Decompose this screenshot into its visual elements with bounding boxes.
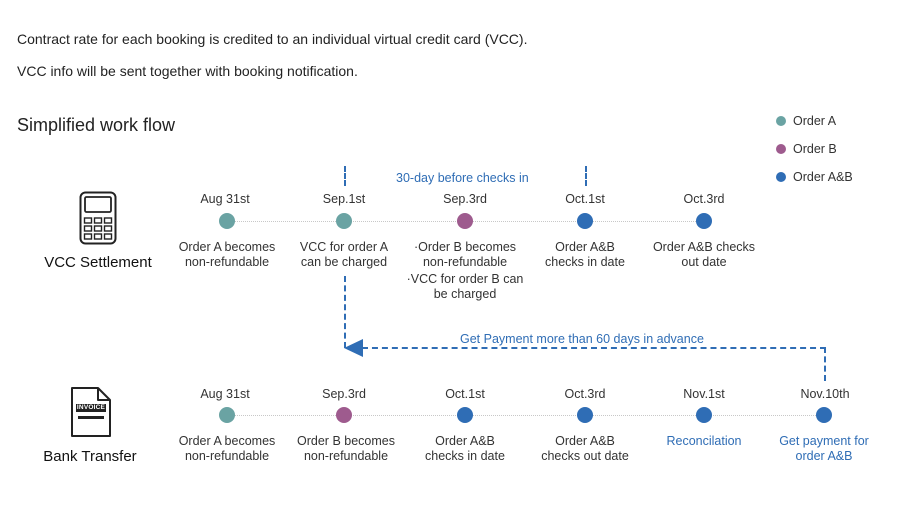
timeline-date: Oct.3rd [683, 192, 725, 206]
comparison-connector-horizontal [362, 347, 826, 349]
timeline-date: Oct.1st [445, 387, 485, 401]
vcc-window-annotation: 30-day before checks in [396, 171, 529, 185]
comparison-connector-right [824, 347, 826, 381]
legend-label: Order A [793, 114, 837, 128]
timeline-node [457, 213, 473, 229]
legend-dot-icon [776, 116, 786, 126]
timeline-node [696, 213, 712, 229]
invoice-icon-text: INVOICE [76, 404, 106, 411]
timeline-node [577, 213, 593, 229]
intro-line-2: VCC info will be sent together with book… [17, 63, 358, 79]
comparison-connector-left [344, 276, 346, 348]
timeline-date: Oct.3rd [564, 387, 606, 401]
invoice-icon [71, 387, 111, 437]
timeline-node [696, 407, 712, 423]
timeline-node [336, 213, 352, 229]
legend-dot-icon [776, 144, 786, 154]
workflow-heading: Simplified work flow [17, 115, 176, 135]
bank-advance-annotation: Get Payment more than 60 days in advance [460, 332, 704, 346]
timeline-date: Nov.1st [683, 387, 725, 401]
timeline-date: Aug 31st [200, 387, 250, 401]
legend-item-order-b: Order B [776, 142, 837, 156]
vcc-window-end-marker [585, 166, 587, 186]
timeline-node [816, 407, 832, 423]
timeline-date: Sep.3rd [443, 192, 487, 206]
legend-item-order-ab: Order A&B [776, 170, 853, 184]
timeline-date: Sep.1st [322, 192, 366, 206]
vcc-settlement-label: VCC Settlement [44, 254, 152, 271]
arrow-left-icon [344, 339, 363, 357]
timeline-desc: Reconcilation [666, 434, 742, 448]
timeline-node [219, 407, 235, 423]
timeline-date: Oct.1st [565, 192, 605, 206]
card-terminal-icon [79, 191, 117, 245]
timeline-date: Nov.10th [800, 387, 850, 401]
legend-label: Order B [793, 142, 837, 156]
timeline-node [577, 407, 593, 423]
vcc-window-start-marker [344, 166, 346, 186]
timeline-node [219, 213, 235, 229]
timeline-date: Aug 31st [200, 192, 250, 206]
timeline-node [336, 407, 352, 423]
legend-item-order-a: Order A [776, 114, 836, 128]
intro-line-1: Contract rate for each booking is credit… [17, 31, 528, 47]
legend-label: Order A&B [793, 170, 853, 184]
timeline-node [457, 407, 473, 423]
bank-timeline-line [227, 415, 824, 416]
legend-dot-icon [776, 172, 786, 182]
bank-transfer-label: Bank Transfer [43, 448, 137, 465]
timeline-date: Sep.3rd [322, 387, 366, 401]
